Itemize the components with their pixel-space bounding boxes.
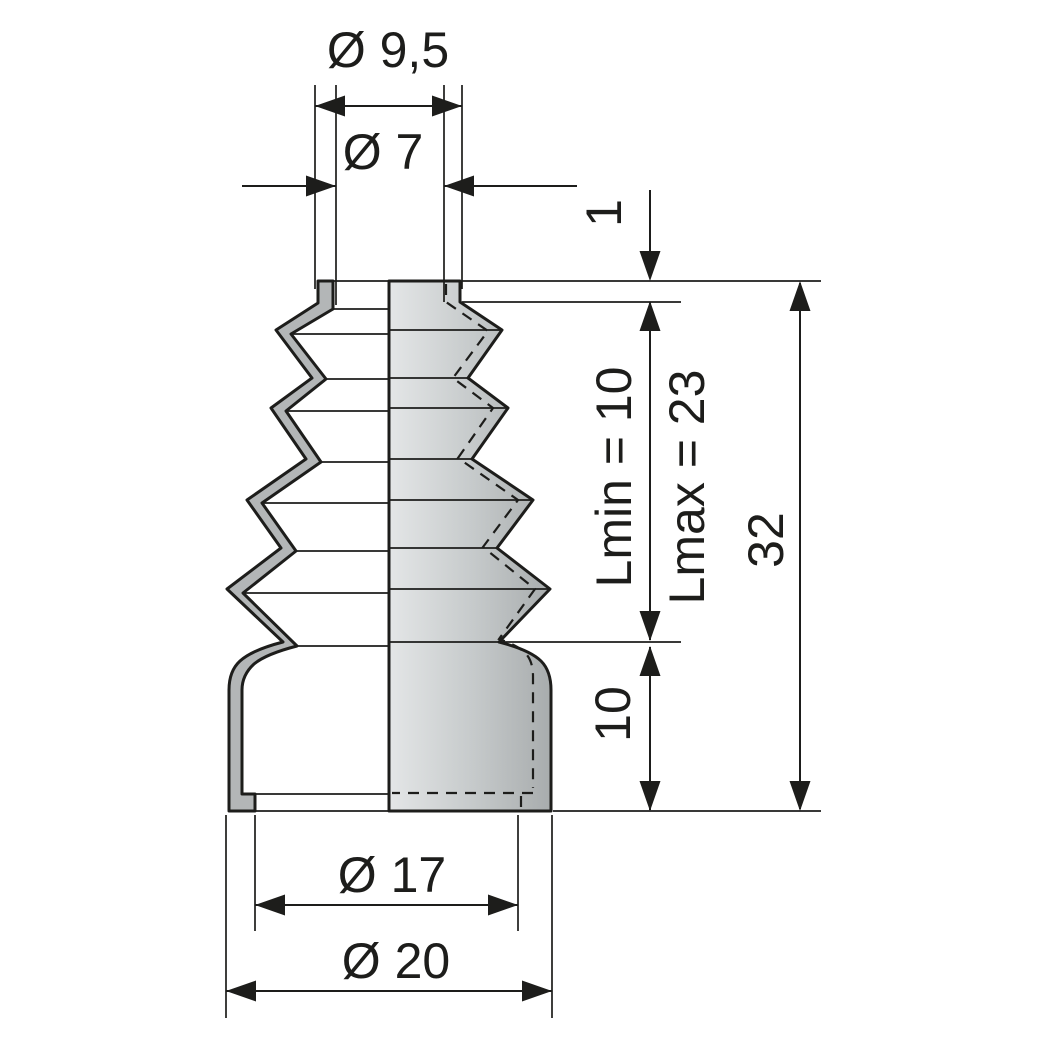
dimension-dia-base-outer: Ø 20 xyxy=(226,933,552,1002)
arrow-left-icon xyxy=(255,894,285,916)
dimension-lip-height: 1 xyxy=(576,190,661,281)
arrow-up-icon xyxy=(639,646,661,676)
bellows-part xyxy=(225,279,553,813)
arrow-down-icon xyxy=(639,251,661,281)
dim-label-dia-base-outer: Ø 20 xyxy=(342,933,450,989)
arrow-left-icon xyxy=(444,175,474,197)
arrow-up-icon xyxy=(789,281,811,311)
dim-label-base-height: 10 xyxy=(585,686,641,742)
fold-lines-right xyxy=(389,329,550,590)
arrow-up-icon xyxy=(639,301,661,331)
dim-label-overall-length: 32 xyxy=(738,512,794,568)
extension-lines xyxy=(225,85,821,1018)
dimension-base-height: 10 xyxy=(585,646,661,811)
dim-label-dia-top-outer: Ø 9,5 xyxy=(327,22,449,78)
inner-profile-hidden-line xyxy=(392,284,537,811)
arrow-down-icon xyxy=(789,781,811,811)
arrow-right-icon xyxy=(432,95,462,117)
arrow-right-icon xyxy=(488,894,518,916)
dim-label-length-min: Lmin = 10 xyxy=(586,367,642,588)
dim-label-dia-top-inner: Ø 7 xyxy=(343,124,424,180)
fold-lines-left xyxy=(245,280,389,812)
dimension-dia-top-inner: Ø 7 xyxy=(242,124,577,197)
dimension-dia-top-outer: Ø 9,5 xyxy=(315,22,462,117)
dimension-dia-base-inner: Ø 17 xyxy=(255,847,518,916)
arrow-left-icon xyxy=(315,95,345,117)
arrow-left-icon xyxy=(226,980,256,1002)
dim-label-dia-base-inner: Ø 17 xyxy=(338,847,446,903)
dim-label-lip-height: 1 xyxy=(576,199,632,227)
bellows-section-left-half xyxy=(225,279,335,813)
dim-label-length-max: Lmax = 23 xyxy=(659,370,715,605)
arrow-right-icon xyxy=(522,980,552,1002)
dimension-bellows-length: Lmin = 10 Lmax = 23 xyxy=(586,301,715,641)
arrow-down-icon xyxy=(639,781,661,811)
dimension-overall-length: 32 xyxy=(738,281,811,811)
bellows-body-right-half xyxy=(387,279,553,813)
arrow-down-icon xyxy=(639,611,661,641)
arrow-right-icon xyxy=(306,175,336,197)
